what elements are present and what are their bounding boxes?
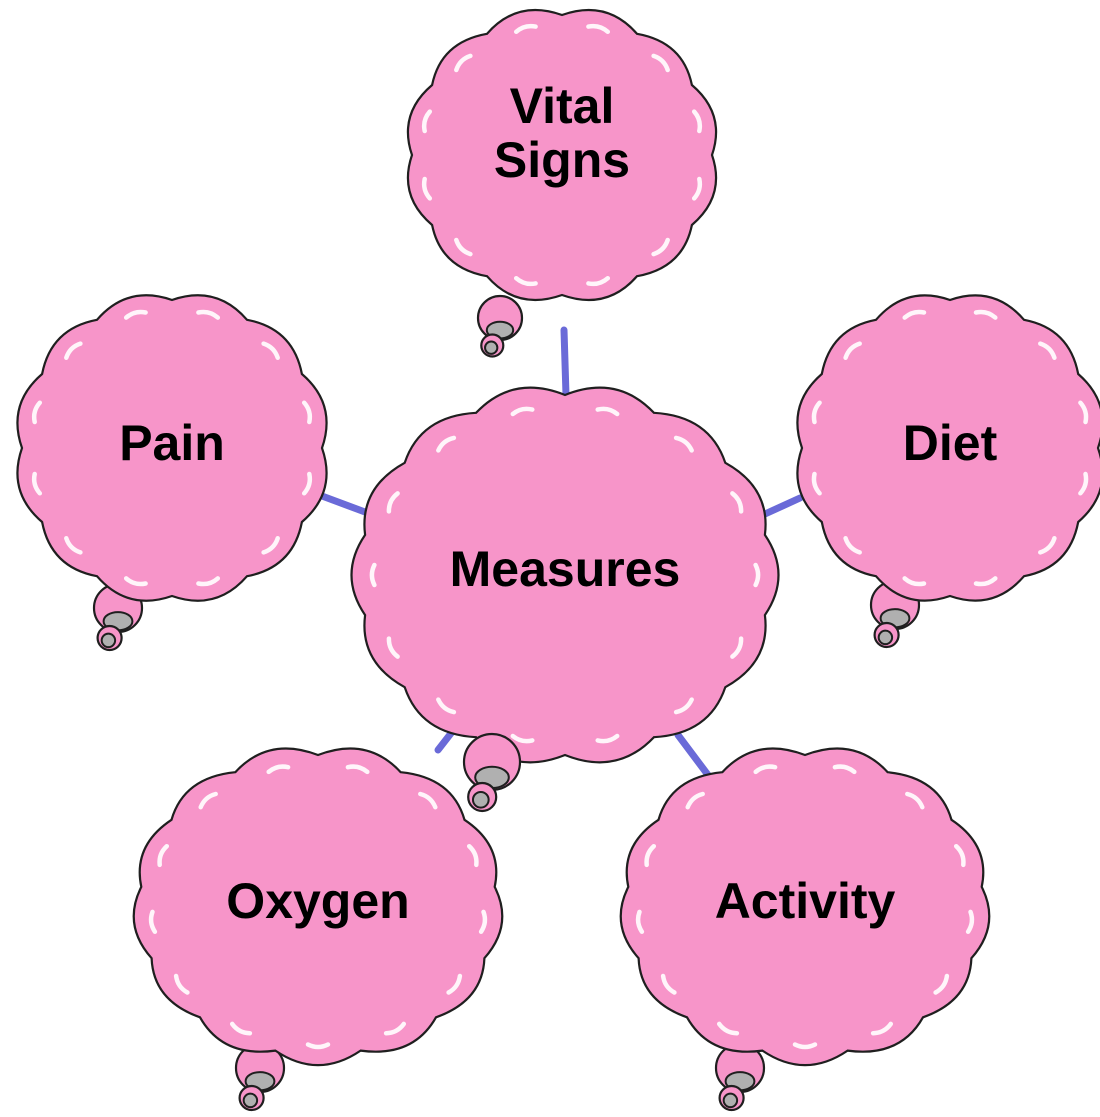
cloud-measures: Measures xyxy=(352,388,779,763)
thought-bubble-tiny xyxy=(485,342,497,354)
thought-bubble-tiny xyxy=(724,1094,737,1107)
thought-bubble-tiny xyxy=(473,792,489,808)
cloud-diet: Diet xyxy=(797,295,1100,647)
label-pain: Pain xyxy=(119,415,225,471)
label-vital-signs-line-2: Signs xyxy=(494,132,630,188)
connector-diet-to-center xyxy=(765,498,800,514)
cloud-highlight xyxy=(756,565,759,585)
label-diet: Diet xyxy=(903,415,998,471)
label-measures: Measures xyxy=(450,541,681,597)
cloud-highlight xyxy=(372,565,375,585)
label-activity: Activity xyxy=(715,873,896,929)
cloud-highlight xyxy=(308,1045,328,1048)
thought-bubble-tiny xyxy=(244,1094,257,1107)
cloud-activity: Activity xyxy=(621,748,990,1110)
connector-pain-to-center xyxy=(322,496,365,512)
cloud-pain: Pain xyxy=(17,295,326,650)
connector-activity-to-center xyxy=(678,735,708,775)
cloud-highlight xyxy=(795,1045,815,1048)
cloud-oxygen: Oxygen xyxy=(134,748,503,1110)
connector-oxygen-to-center xyxy=(438,732,452,750)
connector-vital-signs-to-center xyxy=(564,330,566,395)
label-vital-signs-line-1: Vital xyxy=(510,78,615,134)
thought-bubble-tiny xyxy=(879,631,892,644)
thought-bubble-tiny xyxy=(102,634,115,647)
center-thought-tail xyxy=(464,734,520,811)
label-oxygen: Oxygen xyxy=(226,873,409,929)
